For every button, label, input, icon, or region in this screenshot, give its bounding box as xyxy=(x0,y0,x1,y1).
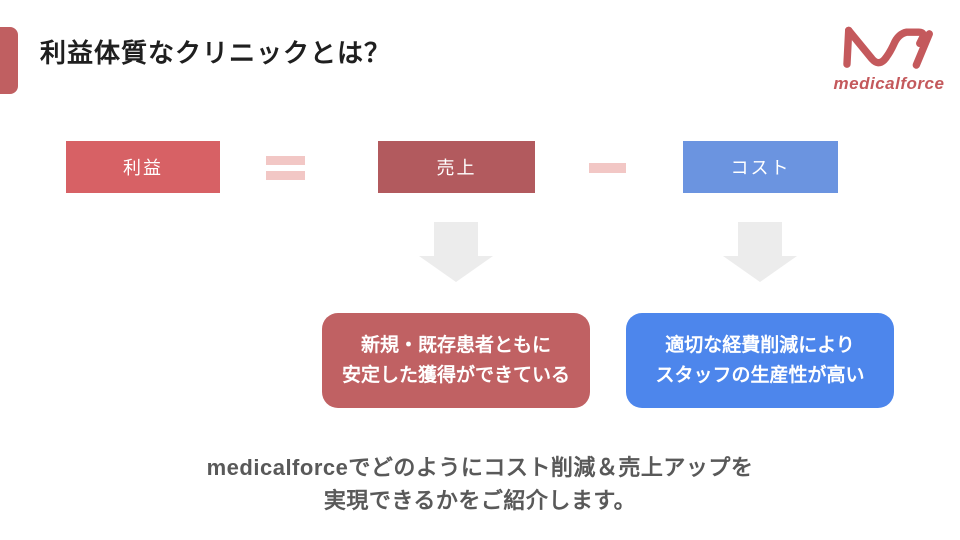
cost-box: コスト xyxy=(683,141,838,193)
down-arrow-shape xyxy=(723,222,797,282)
medicalforce-logo-text: medicalforce xyxy=(833,74,945,93)
cost-box-label: コスト xyxy=(730,158,791,178)
medicalforce-logo-icon xyxy=(843,26,933,69)
title-accent-marker xyxy=(0,27,18,94)
cost-callout-box: 適切な経費削減により スタッフの生産性が高い xyxy=(626,313,894,408)
down-arrow-icon-cost xyxy=(723,222,797,282)
page-title: 利益体質なクリニックとは？ xyxy=(40,38,392,68)
footer-note-line1: medicalforceでどのようにコスト削減＆売上アップを xyxy=(206,455,754,480)
sales-callout-line1: 新規・既存患者ともに xyxy=(360,334,551,356)
down-arrow-icon-sales xyxy=(419,222,493,282)
minus-icon xyxy=(589,163,626,173)
sales-box-label: 売上 xyxy=(436,158,477,178)
cost-callout-line1: 適切な経費削減により xyxy=(665,334,855,356)
cost-callout-line2: スタッフの生産性が高い xyxy=(655,364,865,386)
profit-box-label: 利益 xyxy=(123,158,163,178)
sales-callout-line2: 安定した獲得ができている xyxy=(341,364,570,386)
equals-bar-bottom xyxy=(266,171,305,180)
equals-icon xyxy=(266,156,305,180)
profit-box: 利益 xyxy=(66,141,220,193)
footer-note: medicalforceでどのようにコスト削減＆売上アップを 実現できるかをご紹… xyxy=(0,451,960,517)
sales-callout-box: 新規・既存患者ともに 安定した獲得ができている xyxy=(322,313,590,408)
down-arrow-shape xyxy=(419,222,493,282)
medicalforce-logo: medicalforce xyxy=(832,20,946,94)
sales-box: 売上 xyxy=(378,141,535,193)
footer-note-line2: 実現できるかをご紹介します。 xyxy=(323,488,637,513)
equals-bar-top xyxy=(266,156,305,165)
